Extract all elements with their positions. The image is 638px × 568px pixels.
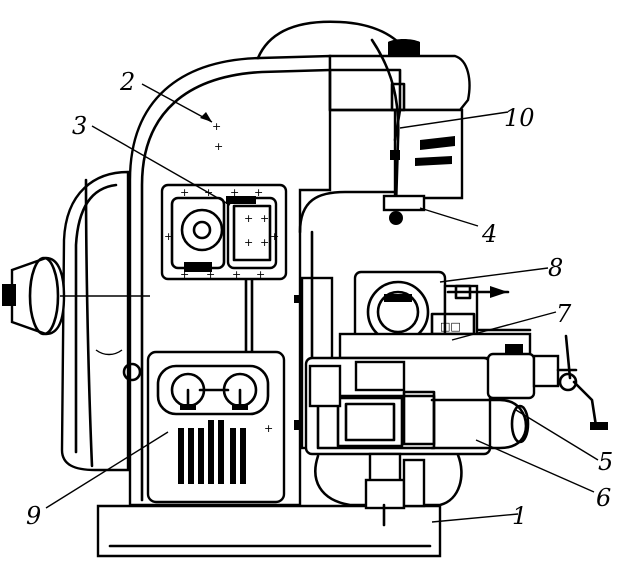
- callout-4: 4: [481, 220, 497, 248]
- callout-2: 2: [119, 68, 135, 96]
- callout-7: 7: [556, 300, 572, 328]
- svg-text:+: +: [180, 186, 189, 199]
- leader-lines: + +: [45, 83, 599, 523]
- svg-text:+: +: [214, 140, 223, 153]
- upper-control-panel: + + + + + + + + + + + + + +: [160, 183, 288, 354]
- vertical-head: [370, 38, 464, 207]
- svg-text:+: +: [230, 186, 239, 199]
- svg-text:+: +: [260, 236, 269, 249]
- svg-text:+: +: [260, 212, 269, 225]
- svg-text:+: +: [244, 212, 253, 225]
- overarm: [328, 39, 471, 112]
- gearbox-panel: +: [122, 350, 286, 504]
- ram-support: [298, 190, 397, 234]
- svg-text:+: +: [232, 268, 241, 281]
- svg-text:+: +: [244, 236, 253, 249]
- svg-text:+: +: [256, 268, 265, 281]
- callout-8: 8: [548, 254, 563, 282]
- callout-3: 3: [72, 112, 87, 140]
- callout-9: 9: [26, 502, 41, 530]
- elevating-screw: [314, 452, 463, 527]
- knee: [304, 334, 608, 456]
- callout-1: 1: [512, 502, 527, 530]
- base: [96, 504, 442, 558]
- svg-text:+: +: [264, 422, 273, 435]
- callout-10: 10: [504, 104, 535, 132]
- svg-text:+: +: [254, 186, 263, 199]
- svg-text:+: +: [212, 120, 221, 133]
- svg-text:+: +: [270, 230, 279, 243]
- svg-text:+: +: [206, 268, 215, 281]
- callouts: 1 2 3 4 5 6 7 8 9 10: [26, 68, 613, 530]
- svg-text:+: +: [180, 268, 189, 281]
- callout-5: 5: [598, 448, 613, 476]
- svg-text:□□: □□: [440, 320, 461, 333]
- svg-text:+: +: [164, 230, 173, 243]
- motor-housing: [2, 170, 150, 472]
- callout-6: 6: [596, 484, 611, 512]
- spindle: [382, 194, 426, 225]
